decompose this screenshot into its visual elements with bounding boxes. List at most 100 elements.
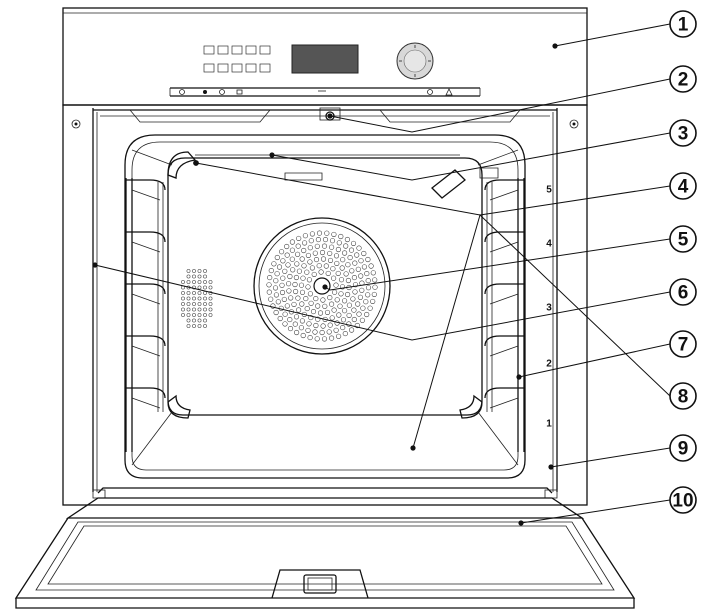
fan-hole bbox=[336, 240, 342, 246]
fan-hole bbox=[268, 296, 274, 302]
fan-hole bbox=[317, 310, 324, 316]
fan-hole bbox=[313, 257, 320, 263]
fan-hole bbox=[300, 275, 306, 281]
vent-hole bbox=[186, 280, 191, 284]
fan-hole bbox=[320, 297, 326, 303]
fan-hole bbox=[321, 243, 328, 249]
control-panel bbox=[62, 7, 588, 106]
fan-hole bbox=[337, 303, 343, 309]
shelf-level-2: 2 bbox=[546, 359, 552, 370]
vent-hole bbox=[197, 269, 202, 273]
fan-hole bbox=[345, 291, 351, 298]
callout-circle-4 bbox=[669, 172, 697, 200]
fan-hole bbox=[266, 282, 272, 288]
callout-target-7 bbox=[516, 374, 522, 380]
fan-hole bbox=[336, 333, 342, 339]
fan-hole bbox=[345, 262, 351, 268]
fan-hole bbox=[347, 255, 353, 261]
fan-hole bbox=[346, 302, 352, 308]
fan-hole bbox=[372, 277, 378, 283]
fan-hole bbox=[312, 329, 318, 335]
fan-hole bbox=[354, 322, 360, 329]
fan-hole bbox=[365, 285, 372, 291]
fan-hole bbox=[361, 250, 367, 257]
vent-hole bbox=[208, 307, 213, 312]
fan-hole bbox=[295, 251, 301, 257]
fan-hole bbox=[276, 264, 283, 270]
callout-target-2 bbox=[327, 113, 333, 119]
fan-hole bbox=[296, 268, 302, 274]
fan-hole bbox=[323, 263, 329, 269]
fan-hole bbox=[354, 252, 360, 258]
fan-hole bbox=[316, 230, 323, 236]
fan-hole bbox=[288, 295, 294, 301]
shelf-level-labels: 5 4 3 2 1 bbox=[546, 185, 552, 430]
fan-hole bbox=[371, 291, 377, 297]
vent-hole bbox=[186, 269, 191, 273]
fan-hole bbox=[348, 247, 355, 253]
fan-hole bbox=[332, 289, 338, 295]
fan-hole bbox=[289, 247, 295, 253]
fan-hole bbox=[363, 299, 369, 305]
vent-hole bbox=[197, 324, 202, 328]
fan-hole bbox=[365, 292, 371, 298]
vent-hole bbox=[203, 274, 207, 279]
vent-hole bbox=[192, 307, 196, 312]
fan-hole bbox=[350, 240, 357, 246]
fan-hole bbox=[331, 231, 337, 237]
fan-hole bbox=[342, 250, 348, 256]
fan-hole bbox=[335, 270, 341, 276]
fan-hole bbox=[329, 315, 335, 321]
fan-hole bbox=[329, 238, 336, 244]
fan-hole bbox=[280, 258, 286, 264]
fan-hole bbox=[296, 235, 302, 241]
vent-hole bbox=[186, 296, 191, 301]
callout-number-7: 7 bbox=[678, 335, 689, 356]
fan-hole bbox=[326, 329, 332, 335]
vent-hole bbox=[186, 274, 191, 279]
fan-hole bbox=[357, 294, 363, 300]
vent-hole bbox=[181, 302, 185, 306]
fan-hole bbox=[295, 243, 301, 249]
callout-number-8: 8 bbox=[678, 387, 689, 408]
vent-hole bbox=[197, 285, 202, 290]
fan-hole bbox=[359, 287, 365, 293]
fan-hole bbox=[315, 237, 321, 243]
fan-hole bbox=[350, 296, 356, 302]
fan-hole bbox=[331, 275, 337, 281]
fan-hole bbox=[284, 252, 290, 258]
callout-leader-9 bbox=[550, 447, 671, 468]
fan-hole bbox=[344, 236, 350, 243]
callout-number-5: 5 bbox=[678, 230, 689, 251]
callout-number-2: 2 bbox=[678, 70, 689, 91]
fan-hole bbox=[338, 233, 344, 240]
vent-hole bbox=[203, 307, 207, 312]
fan-hole bbox=[335, 246, 341, 253]
fan-hole bbox=[333, 327, 339, 333]
fan-hole bbox=[327, 250, 333, 256]
callout-circle-1 bbox=[669, 10, 697, 38]
fan-hole bbox=[296, 307, 302, 313]
fan-hole bbox=[282, 321, 288, 327]
fan-hole bbox=[339, 265, 345, 271]
fan-hole bbox=[291, 301, 297, 307]
fan-hole bbox=[301, 263, 307, 269]
fan-hole bbox=[319, 329, 325, 336]
vent-hole bbox=[181, 296, 185, 301]
fan-hole bbox=[338, 291, 344, 297]
right-shelf-runners bbox=[484, 178, 525, 452]
fan-hole bbox=[359, 317, 365, 323]
fan-hole bbox=[339, 284, 346, 290]
fan-hole bbox=[273, 309, 279, 316]
oven-door bbox=[14, 487, 636, 609]
vent-hole bbox=[208, 285, 213, 290]
fan-hole bbox=[282, 311, 288, 317]
fan-hole bbox=[268, 268, 274, 274]
vent-hole bbox=[208, 280, 213, 284]
oven-frame bbox=[62, 104, 588, 506]
fan-hole bbox=[306, 277, 312, 283]
fan-hole bbox=[365, 256, 371, 263]
vent-hole bbox=[197, 296, 202, 301]
